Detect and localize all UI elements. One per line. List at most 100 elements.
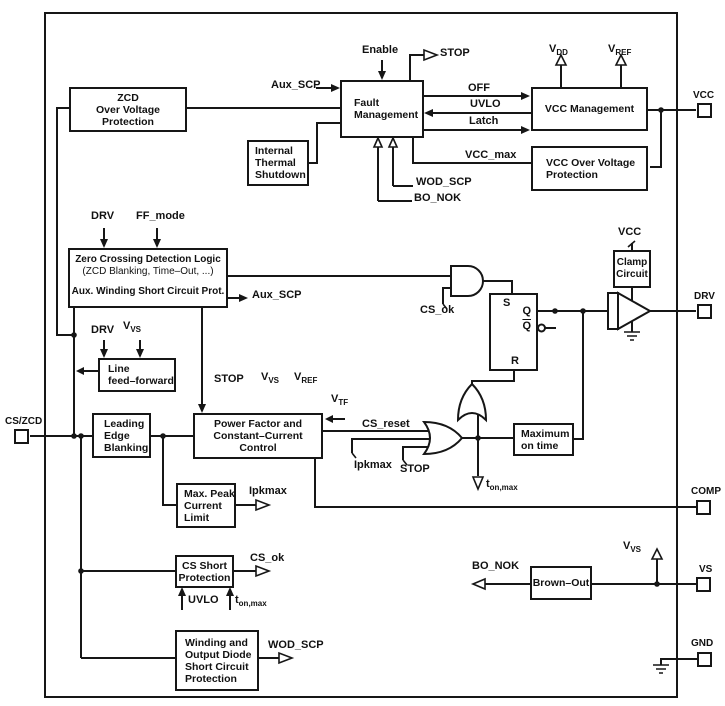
qbar-bubble: [537, 323, 546, 333]
block-internal-thermal-shutdown: Internal Thermal Shutdown: [247, 140, 309, 186]
arrow-drv-zcd: [100, 239, 108, 248]
arrow-zcd-to-pfc: [198, 404, 206, 413]
flipflop-r-input: R: [511, 355, 519, 367]
arrow-lff-out: [76, 367, 84, 375]
block-clamp-circuit: Clamp Circuit: [613, 250, 651, 288]
arrow-uvlo: [424, 109, 433, 117]
driver-input-bar: [607, 292, 619, 330]
signal-label-ton-max-node: ton,max: [486, 478, 518, 493]
arrow-aux-scp-in: [331, 84, 340, 92]
junction-dot: [552, 308, 558, 314]
arrow-latch: [521, 126, 530, 134]
flipflop-qbar-output: Q: [522, 320, 531, 332]
junction-dot: [654, 581, 660, 587]
block-line-feed-forward: Line feed–forward: [98, 358, 176, 392]
junction-dot: [71, 433, 77, 439]
open-arrow-vvs: [650, 547, 664, 560]
block-power-factor-constant-current-control: Power Factor and Constant–Current Contro…: [193, 413, 323, 459]
signal-label-uvlo-cs: UVLO: [188, 594, 219, 606]
signal-label-bo-nok-out: BO_NOK: [472, 560, 520, 572]
arrow-vtf: [325, 415, 333, 423]
pin-vcc: [697, 103, 712, 118]
block-zcd-over-voltage-protection: ZCD Over Voltage Protection: [69, 87, 187, 132]
signal-label-ton-max-cs: ton,max: [235, 594, 267, 609]
signal-label-wod-scp: WOD_SCP: [416, 176, 472, 188]
signal-label-vref: VREF: [608, 43, 632, 58]
block-brown-out: Brown–Out: [530, 566, 592, 600]
arrow-drv-lff: [100, 349, 108, 358]
open-arrow-vdd: [554, 53, 568, 66]
pin-cs-zcd: [14, 429, 29, 444]
pin-label-comp: COMP: [691, 486, 721, 497]
pin-label-vcc: VCC: [693, 90, 715, 101]
flipflop-s-input: S: [503, 297, 511, 309]
open-arrow-bonok: [372, 136, 384, 148]
wires-middle: [73, 228, 696, 476]
arrow-ton-cs: [226, 587, 234, 596]
signal-label-vvs-pfc: VVS: [261, 371, 280, 386]
arrow-vvs-lff: [136, 349, 144, 358]
signal-label-latch: Latch: [469, 115, 499, 127]
block-max-peak-current-limit: Max. Peak Current Limit: [176, 483, 236, 528]
signal-label-stop-pfc: STOP: [214, 373, 244, 385]
block-winding-output-diode-short-circuit-protection: Winding and Output Diode Short Circuit P…: [175, 630, 259, 691]
signal-label-uvlo-top: UVLO: [470, 98, 501, 110]
signal-label-stop-top: STOP: [440, 47, 470, 59]
block-vcc-over-voltage-protection: VCC Over Voltage Protection: [531, 146, 648, 191]
signal-label-vtf: VTF: [331, 393, 349, 408]
driver-buffer: [617, 291, 653, 331]
pin-vs: [696, 577, 711, 592]
and-gate: [450, 265, 484, 297]
signal-label-ipkmax-or: Ipkmax: [354, 459, 392, 471]
ic-boundary: [44, 12, 678, 698]
pin-label-drv: DRV: [694, 291, 715, 302]
arrow-aux-scp-out: [239, 294, 248, 302]
signal-label-aux-scp-in: Aux_SCP: [271, 79, 321, 91]
or-gate-vertical: [456, 382, 488, 423]
block-cs-short-protection: CS Short Protection: [175, 555, 234, 588]
junction-dot: [658, 107, 664, 113]
block-fault-management: Fault Management: [340, 80, 424, 138]
signal-label-ipkmax-out: Ipkmax: [249, 485, 287, 497]
block-zero-crossing-detection-logic: Zero Crossing Detection Logic (ZCD Blank…: [68, 248, 228, 308]
signal-label-vdd: VDD: [549, 43, 568, 58]
junction-dot: [71, 332, 77, 338]
block-maximum-on-time: Maximum on time: [513, 423, 574, 456]
block-leading-edge-blanking: Leading Edge Blanking: [92, 413, 151, 458]
signal-label-stop-or: STOP: [400, 463, 430, 475]
signal-label-vref-pfc: VREF: [294, 371, 318, 386]
open-arrow-csok: [255, 564, 272, 578]
open-arrow-ipkmax: [255, 498, 272, 512]
arrow-off: [521, 92, 530, 100]
open-arrow-tonmax: [471, 476, 485, 492]
junction-dot: [78, 568, 84, 574]
signal-label-wod-scp-out: WOD_SCP: [268, 639, 324, 651]
open-arrow-wodout: [278, 651, 295, 665]
junction-dot: [160, 433, 166, 439]
pin-label-cs-zcd: CS/ZCD: [5, 416, 43, 427]
signal-label-ff-mode: FF_mode: [136, 210, 185, 222]
pin-label-gnd: GND: [691, 638, 714, 649]
open-arrow-bonok-out: [470, 577, 486, 591]
open-arrow-stop: [423, 48, 440, 62]
arrow-ffmode: [153, 239, 161, 248]
gnd-ground-symbol: [653, 664, 669, 674]
pin-label-vs: VS: [699, 564, 713, 575]
signal-label-drv-zcd: DRV: [91, 210, 115, 222]
signal-label-aux-scp-out: Aux_SCP: [252, 289, 302, 301]
signal-label-vcc-clamp: VCC: [618, 226, 642, 238]
block-vcc-management: VCC Management: [531, 87, 648, 131]
wires-top: [56, 54, 696, 336]
arrow-enable: [378, 71, 386, 80]
sr-flip-flop: S Q Q R: [489, 293, 538, 371]
driver-ground-symbol: [624, 331, 640, 341]
pin-gnd: [697, 652, 712, 667]
junction-dot: [475, 435, 481, 441]
signal-label-vvs-lff: VVS: [123, 320, 142, 335]
signal-label-vcc-max: VCC_max: [465, 149, 517, 161]
pin-comp: [696, 500, 711, 515]
open-arrow-wodscp: [387, 136, 399, 148]
signal-ticks: [351, 240, 636, 466]
